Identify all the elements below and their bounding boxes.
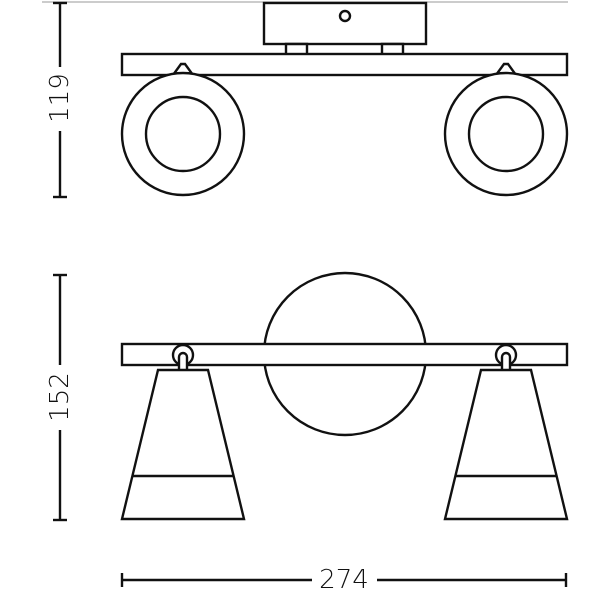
front-bar xyxy=(120,342,569,367)
dimension-152: 152 xyxy=(45,273,75,522)
lamp-shade-left xyxy=(120,368,246,521)
dimension-label-274: 274 xyxy=(319,565,369,595)
swivel-stem-right xyxy=(500,351,512,373)
spot-ring-inner-left xyxy=(144,95,222,173)
dimension-label-119: 119 xyxy=(45,73,75,123)
dimension-119: 119 xyxy=(45,1,75,199)
top-view xyxy=(120,1,569,197)
swivel-stem-left xyxy=(177,351,189,373)
dimension-274: 274 xyxy=(120,565,568,595)
mounting-box xyxy=(262,1,428,46)
front-view xyxy=(120,271,569,521)
dimension-label-152: 152 xyxy=(45,372,75,422)
screw-hole xyxy=(338,9,352,23)
spot-ring-inner-right xyxy=(467,95,545,173)
spot-ring-outer-left xyxy=(120,71,246,197)
spot-ring-outer-right xyxy=(443,71,569,197)
top-bar xyxy=(120,52,569,77)
lamp-shade-right xyxy=(443,368,569,521)
